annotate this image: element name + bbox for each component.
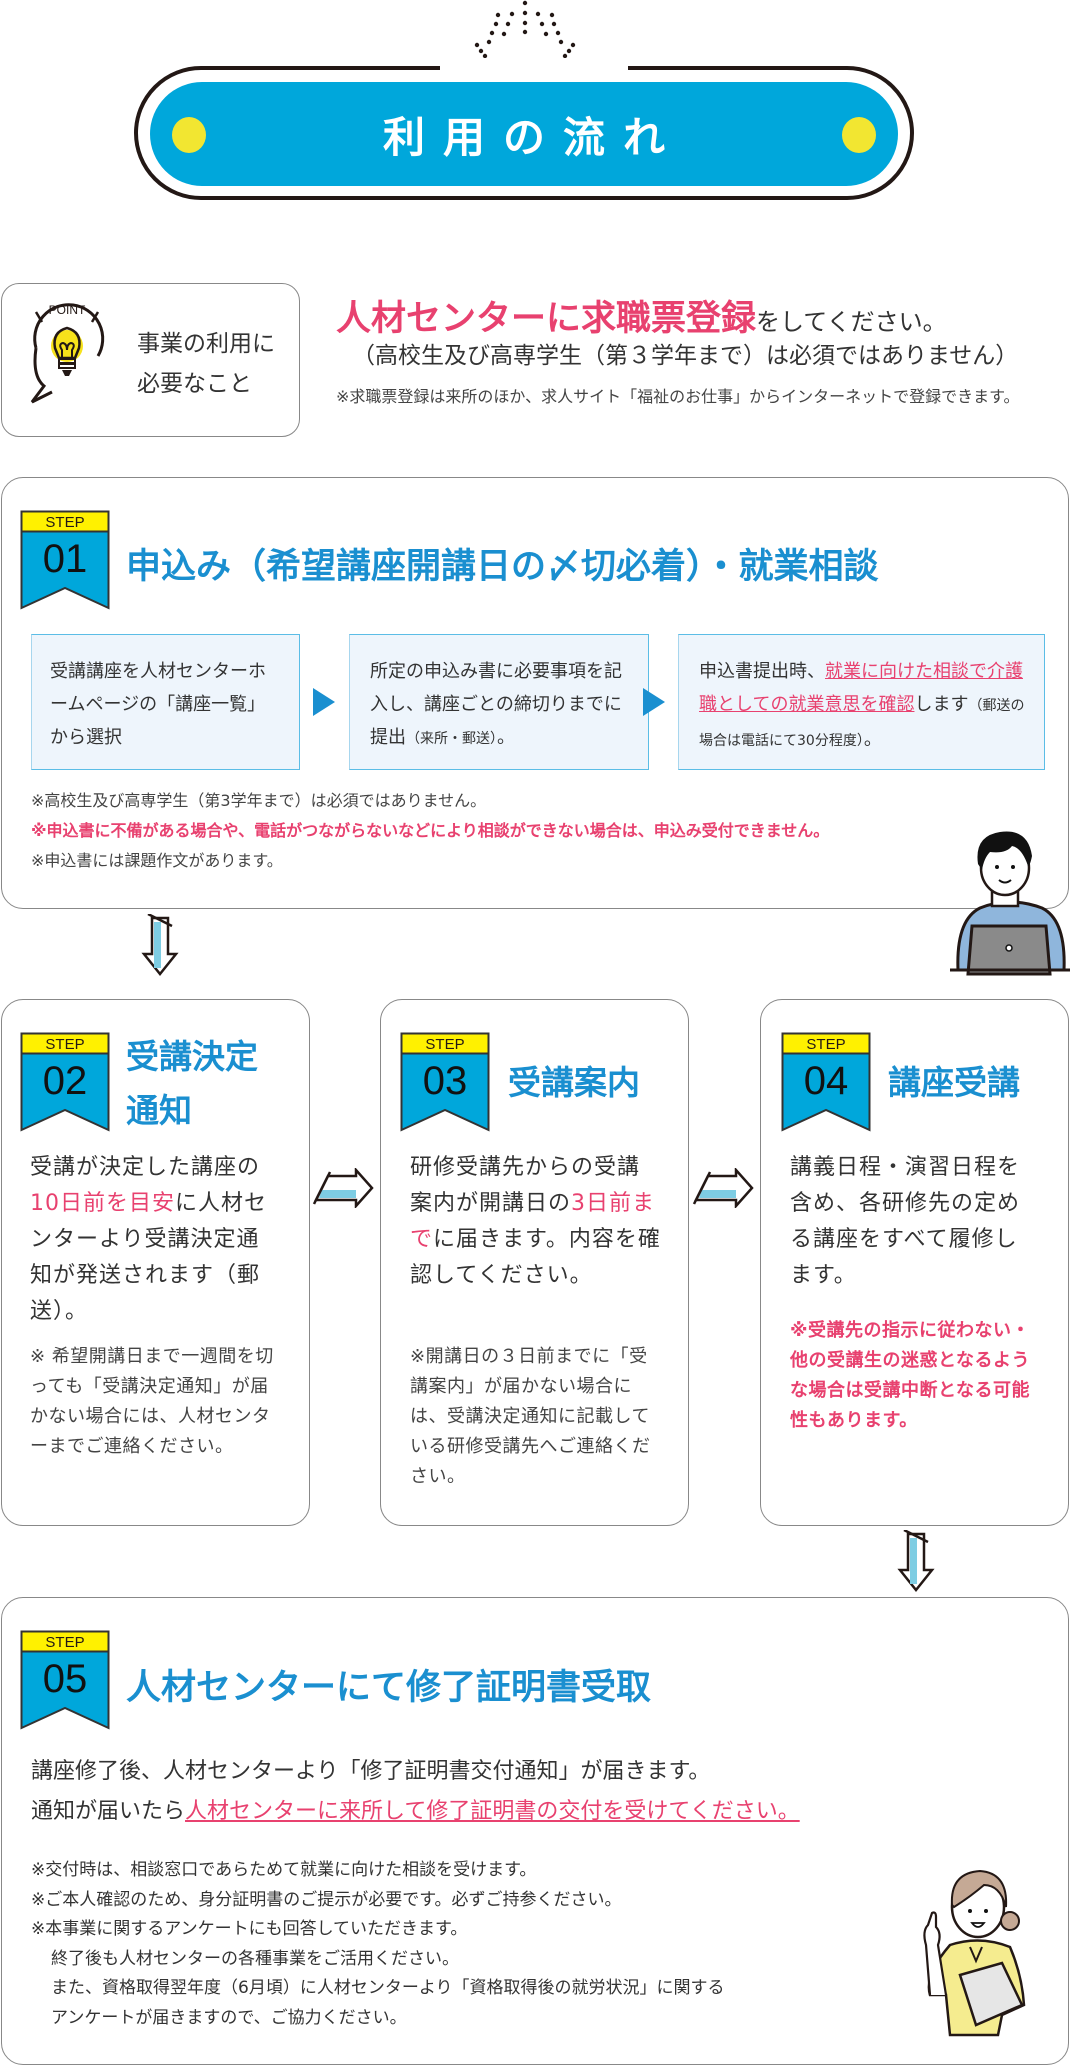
body-text: に届きます。内容を確認してください。 [410,1227,661,1288]
step-05-title: 人材センターにて修了証明書受取 [126,1668,652,1708]
requirement-title: 人材センターに求職票登録をしてください。 [336,290,947,341]
title-banner: 利用の流れ [150,82,898,186]
body-highlight: 10日前を目安 [30,1191,175,1216]
person-laptop-illustration-icon [950,831,1070,976]
step-03-body: 研修受講先からの受講案内が開講日の3日前までに届きます。内容を確認してください。 [410,1150,662,1294]
banner-gap [440,58,628,74]
step-02-title: 受講決定 通知 [126,1030,258,1138]
point-label-line: 必要なこと [137,371,252,397]
woman-pointing-illustration-icon [923,1869,1026,2037]
requirement-note: ※求職票登録は来所のほか、求人サイト「福祉のお仕事」からインターネットで登録でき… [336,387,1020,406]
flow-small-text: （来所・郵送） [406,731,497,747]
flow-text: 受講講座を人材センターホームページの「講座一覧」から選択 [50,661,266,748]
page-title: 利用の流れ [382,112,683,162]
note-line: ※高校生及び高専学生（第3学年まで）は必須ではありません。 [31,791,487,810]
step-04-warning-note: ※受講先の指示に従わない・他の受講生の迷惑となるような場合は受講中断となる可能性… [790,1320,1030,1431]
yellow-dot-icon [842,117,876,153]
step-04-body: 講義日程・演習日程を含め、各研修先の定める講座をすべて履修します。 [790,1155,1021,1288]
step-04-title: 講座受講 [888,1063,1020,1102]
svg-text:03: 03 [423,1059,468,1103]
step-01-title: 申込み（希望講座開講日の〆切必着）・就業相談 [126,547,879,587]
flow-highlight: 就業に向けた相談で介護職としての就業意思を確認 [699,661,1023,715]
step-badge-04: STEP 04 [781,1032,871,1132]
flow-text: 申込書提出時、 [699,661,825,682]
flow-box-submit-form: 所定の申込み書に必要事項を記入し、講座ごとの締切りまでに提出（来所・郵送）。 [349,634,649,770]
note-line: 終了後も人材センターの各種事業をご活用ください。 [51,1948,459,1969]
svg-text:02: 02 [43,1059,88,1103]
right-arrow-icon [312,1168,374,1208]
flow-text: 所定の申込み書に必要事項を記入し、講座ごとの締切りまでに提出 [370,661,622,748]
step-badge-01: STEP 01 [20,510,110,610]
step-02-body: 受講が決定した講座の 10日前を目安に人材センターより受講決定通知が発送されます（… [30,1150,280,1330]
flow-text-end: 。 [497,727,515,748]
svg-text:05: 05 [43,1657,88,1701]
flow-small-text: （郵送の場合は電話にて30分程度） [699,698,1025,749]
step-badge-03: STEP 03 [400,1032,490,1132]
flow-box-select-course: 受講講座を人材センターホームページの「講座一覧」から選択 [31,634,300,770]
title-line: 通知 [126,1091,192,1130]
flow-text-end: 。 [863,729,882,750]
down-arrow-icon [141,914,179,976]
yellow-dot-icon [172,117,206,153]
sparkle-decoration-icon [474,0,576,64]
triangle-right-icon [643,688,665,716]
note-line-warning: ※申込書に不備がある場合や、電話がつながらないなどにより相談ができない場合は、申… [31,821,830,840]
requirement-subtext: （高校生及び高専学生（第３学年まで）は必須ではありません） [352,343,1019,369]
body-text: 通知が届いたら [31,1799,186,1824]
body-highlight: 人材センターに来所して修了証明書の交付を受けてください。 [185,1799,800,1824]
svg-text:STEP: STEP [45,1036,84,1053]
body-text: 受講が決定した講座の [30,1155,261,1180]
svg-text:04: 04 [804,1059,849,1103]
body-text: 研修受講先からの受講案内が開講日の [410,1155,641,1216]
step-03-title: 受講案内 [508,1063,640,1102]
body-highlight: 3日前まで [410,1191,656,1252]
note-line: また、資格取得翌年度（6月頃）に人材センターより「資格取得後の就労状況」に関する [51,1978,725,1998]
triangle-right-icon [313,688,335,716]
svg-text:STEP: STEP [45,1634,84,1651]
point-label-line: 事業の利用に [137,331,275,357]
step-badge-05: STEP 05 [20,1630,110,1730]
lightbulb-icon: POINT [30,303,105,404]
step-05-card [1,1597,1069,2065]
step-05-body: 講座修了後、人材センターより「修了証明書交付通知」が届きます。 通知が届いたら人… [31,1752,800,1832]
note-line: ※交付時は、相談窓口であらためて就業に向けた相談を受けます。 [31,1860,537,1880]
note-line: アンケートが届きますので、ご協力ください。 [51,2007,407,2028]
title-line: 受講決定 [126,1037,258,1076]
requirement-tail: をしてください。 [756,308,947,336]
flow-box-consultation: 申込書提出時、就業に向けた相談で介護職としての就業意思を確認します（郵送の場合は… [678,634,1045,770]
note-line: ※本事業に関するアンケートにも回答していただきます。 [31,1919,468,1939]
svg-text:STEP: STEP [806,1036,845,1053]
right-arrow-icon [692,1168,754,1208]
step-05-notes: ※交付時は、相談窓口であらためて就業に向けた相談を受けます。 ※ご本人確認のため… [31,1856,724,2033]
body-line: 講座修了後、人材センターより「修了証明書交付通知」が届きます。 [31,1759,711,1784]
step-03-card [380,999,689,1526]
down-arrow-icon [897,1530,935,1592]
requirement-highlight: 人材センターに求職票登録 [336,299,757,339]
note-line: ※ご本人確認のため、身分証明書のご提示が必要です。必ずご持参ください。 [31,1889,622,1910]
svg-text:STEP: STEP [425,1036,464,1053]
body-text: に人材センターより受講決定通知が発送されます（郵送）。 [30,1191,268,1324]
point-label: 事業の利用に 必要なこと [137,324,275,404]
svg-text:01: 01 [43,537,88,581]
svg-text:POINT: POINT [49,303,86,317]
step-badge-02: STEP 02 [20,1032,110,1132]
note-line: ※申込書には課題作文があります。 [31,851,283,870]
step-02-note: ※ 希望開講日まで一週間を切っても「受講決定通知」が届かない場合には、人材センタ… [30,1346,274,1457]
flow-text: します [914,694,969,715]
svg-text:STEP: STEP [45,514,84,531]
step-01-notes: ※高校生及び高専学生（第3学年まで）は必須ではありません。 ※申込書に不備がある… [31,786,829,876]
step-03-note: ※開講日の３日前までに「受講案内」が届かない場合には、受講決定通知に記載している… [410,1346,651,1487]
body-line: 通知が届いたら人材センターに来所して修了証明書の交付を受けてください。 [31,1792,800,1832]
